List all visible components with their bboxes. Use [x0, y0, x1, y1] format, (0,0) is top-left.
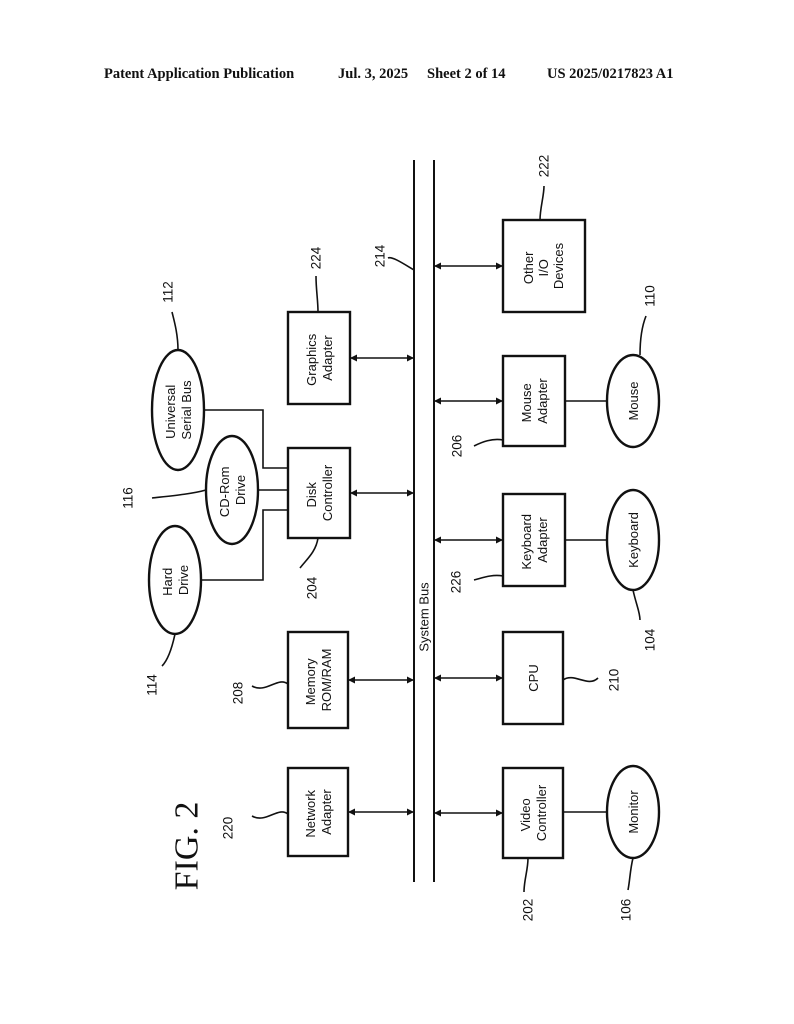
hard-drive-label-1: Hard: [160, 568, 175, 596]
memory-box: [286, 630, 350, 730]
svg-text:Graphics Adapter: Graphics Adapter: [304, 330, 335, 386]
publication-date: Jul. 3, 2025: [338, 66, 409, 82]
figure-title: FIG. 2: [169, 802, 206, 891]
video-controller-label-2: Controller: [534, 784, 549, 841]
universal-serial-bus-oval: [150, 348, 206, 472]
patent-number: US 2025/0217823 A1: [547, 66, 674, 82]
cd-rom-drive-label-1: CD-Rom: [217, 467, 232, 518]
svg-text:Hard Drive: Hard Drive: [160, 564, 191, 596]
svg-text:Mouse: Mouse: [626, 381, 641, 420]
ref-210: 210: [607, 669, 622, 692]
cd-rom-drive-oval: [204, 434, 260, 546]
ref-206: 206: [450, 435, 465, 458]
network-adapter-label-2: Adapter: [319, 789, 334, 835]
svg-text:CPU: CPU: [526, 664, 541, 691]
connector-keyboard-adapter: [434, 536, 503, 544]
svg-text:CD-Rom Drive: CD-Rom Drive: [217, 463, 248, 517]
ref-106: 106: [619, 899, 634, 922]
monitor-label: Monitor: [626, 790, 641, 834]
universal-serial-bus-label-2: Serial Bus: [179, 380, 194, 440]
svg-text:Memory ROM/RAM: Memory ROM/RAM: [303, 649, 334, 712]
universal-serial-bus-label-1: Universal: [163, 385, 178, 439]
keyboard-label: Keyboard: [626, 512, 641, 568]
keyboard-adapter-label-1: Keyboard: [519, 514, 534, 570]
other-io-label-3: Devices: [551, 242, 566, 289]
graphics-adapter-box: [286, 310, 352, 406]
cpu-label: CPU: [526, 664, 541, 691]
ref-114: 114: [145, 674, 160, 696]
connector-cpu: [434, 674, 503, 682]
svg-text:Universal Serial Bus: Universal Serial Bus: [163, 380, 194, 440]
publication-label: Patent Application Publication: [104, 66, 295, 82]
svg-text:Network Adapter: Network Adapter: [303, 786, 334, 837]
ref-220: 220: [221, 817, 236, 840]
hard-drive-oval: [147, 524, 203, 636]
graphics-adapter-label-2: Adapter: [320, 335, 335, 381]
reference-leaders: [151, 185, 647, 893]
ref-214: 214: [373, 244, 388, 267]
mouse-label: Mouse: [626, 381, 641, 420]
hard-drive-label-2: Drive: [176, 565, 191, 595]
bus-leader: [387, 256, 415, 271]
svg-text:Disk Controller: Disk Controller: [304, 464, 335, 521]
disk-controller-label-1: Disk: [304, 482, 319, 508]
keyboard-adapter-label-2: Adapter: [535, 517, 550, 563]
svg-text:Mouse Adapter: Mouse Adapter: [519, 378, 550, 424]
ref-110: 110: [643, 285, 658, 307]
connector-video-controller: [434, 809, 503, 817]
mouse-adapter-box: [501, 354, 567, 448]
network-adapter-label-1: Network: [303, 789, 318, 837]
ref-112: 112: [161, 281, 176, 303]
video-controller-box: [501, 766, 565, 860]
ref-224: 224: [309, 246, 324, 269]
sheet-number: Sheet 2 of 14: [427, 66, 506, 82]
connector-mouse-adapter: [434, 397, 503, 405]
ref-116: 116: [121, 487, 136, 509]
memory-label-1: Memory: [303, 658, 318, 705]
bus-connectors: [348, 262, 503, 817]
connector-memory: [348, 676, 414, 684]
mouse-adapter-label-2: Adapter: [535, 378, 550, 424]
connector-other-io-devices: [434, 262, 503, 270]
connector-network-adapter: [348, 808, 414, 816]
mouse-adapter-label-1: Mouse: [519, 383, 534, 422]
other-io-devices-box: [501, 218, 587, 314]
disk-controller-label-2: Controller: [320, 464, 335, 521]
connector-disk-controller: [350, 489, 414, 497]
other-io-label-1: Other: [521, 251, 536, 284]
ref-222: 222: [537, 155, 552, 178]
link-hard-drive: [201, 509, 288, 581]
keyboard-adapter-box: [501, 492, 567, 588]
connector-graphics-adapter: [350, 354, 414, 362]
svg-text:Monitor: Monitor: [626, 790, 641, 834]
svg-text:Keyboard: Keyboard: [626, 512, 641, 568]
peripheral-links: [201, 400, 607, 813]
ref-202: 202: [521, 899, 536, 922]
ref-104: 104: [643, 628, 658, 651]
disk-controller-box: [286, 446, 352, 540]
cd-rom-drive-label-2: Drive: [233, 475, 248, 505]
video-controller-label-1: Video: [518, 798, 533, 831]
memory-label-2: ROM/RAM: [319, 649, 334, 712]
link-universal-serial-bus: [204, 409, 288, 469]
network-adapter-box: [286, 766, 350, 858]
ref-204: 204: [305, 576, 320, 599]
graphics-adapter-label-1: Graphics: [304, 333, 319, 386]
other-io-label-2: I/O: [536, 259, 551, 276]
svg-text:Video Controller: Video Controller: [518, 784, 549, 841]
ref-208: 208: [231, 682, 246, 705]
ref-226: 226: [449, 571, 464, 594]
svg-text:Other I/O Devices: Other I/O Devices: [521, 242, 566, 289]
svg-text:Keyboard Adapter: Keyboard Adapter: [519, 510, 550, 569]
system-bus-label: System Bus: [417, 582, 432, 652]
